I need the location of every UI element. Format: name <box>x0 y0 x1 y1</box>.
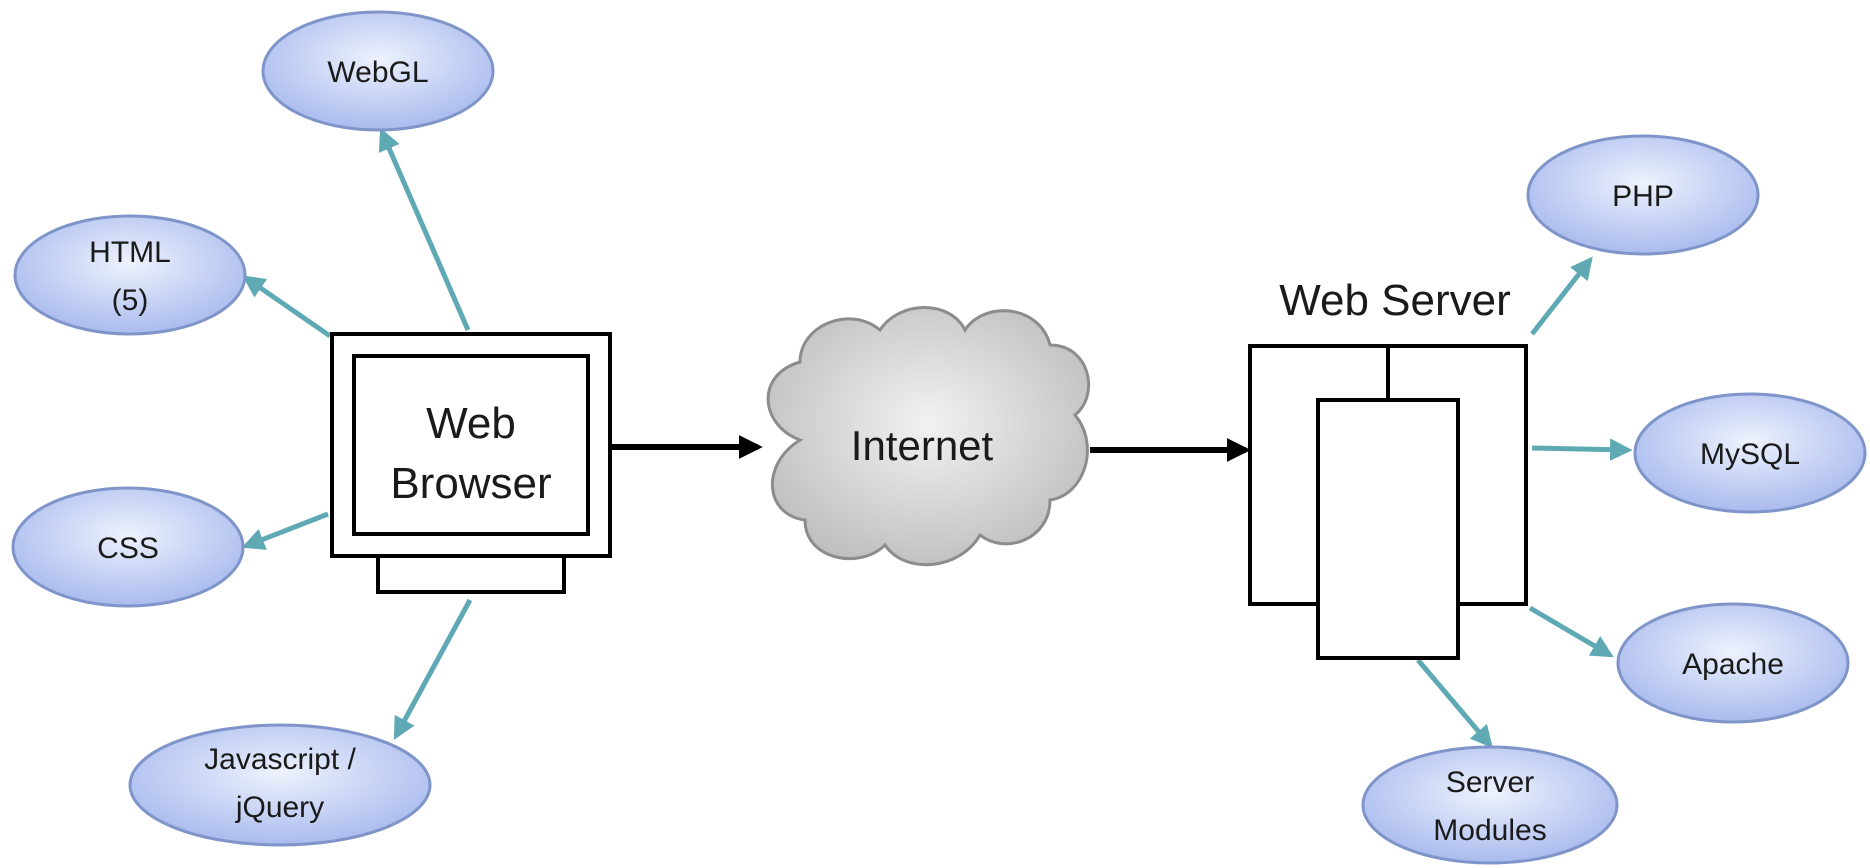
server-connectors <box>1416 256 1633 749</box>
web-browser-label-line1: Web <box>426 399 516 448</box>
oval-css-label: CSS <box>97 532 159 565</box>
oval-webgl-label: WebGL <box>327 56 428 89</box>
oval-javascript-label-line2: jQuery <box>235 791 324 824</box>
arrow-to-webgl <box>378 127 471 331</box>
arrow-to-apache <box>1528 605 1614 658</box>
oval-css: CSS <box>11 486 245 608</box>
oval-javascript: Javascript / jQuery <box>128 723 432 847</box>
flow-arrows <box>612 435 1251 462</box>
oval-apache-label: Apache <box>1682 648 1784 681</box>
oval-apache: Apache <box>1616 602 1850 724</box>
monitor-stand <box>376 554 566 594</box>
web-browser-box: Web Browser <box>330 332 612 594</box>
arrow-to-html <box>242 275 332 339</box>
arrow-to-mysql <box>1531 438 1633 461</box>
arrow-to-server-modules <box>1416 658 1493 749</box>
oval-webgl: WebGL <box>261 10 495 132</box>
monitor-screen <box>352 354 590 536</box>
web-browser-label-line2: Browser <box>390 459 551 508</box>
oval-mysql-label: MySQL <box>1700 438 1800 471</box>
arrow-to-php <box>1530 256 1593 336</box>
oval-php-label: PHP <box>1612 180 1674 213</box>
server-front-panel <box>1316 398 1460 660</box>
cloud-shape <box>766 306 1091 567</box>
client-connectors <box>241 127 473 740</box>
oval-mysql: MySQL <box>1633 392 1867 514</box>
oval-javascript-label-line1: Javascript / <box>204 743 356 776</box>
arrow-to-javascript <box>393 598 473 740</box>
oval-server-modules: Server Modules <box>1361 745 1619 865</box>
internet-label: Internet <box>851 422 994 469</box>
oval-server-modules-label-line1: Server <box>1446 766 1534 799</box>
oval-html-label-line1: HTML <box>89 236 171 269</box>
internet-cloud: Internet <box>766 306 1091 567</box>
oval-php: PHP <box>1526 134 1760 256</box>
web-server-title: Web Server <box>1279 276 1511 325</box>
oval-server-modules-label-line2: Modules <box>1433 814 1546 847</box>
oval-html-label-line2: (5) <box>112 284 149 317</box>
arrow-to-css <box>241 511 329 550</box>
oval-html: HTML (5) <box>13 214 247 336</box>
web-server: Web Server <box>1248 276 1528 660</box>
